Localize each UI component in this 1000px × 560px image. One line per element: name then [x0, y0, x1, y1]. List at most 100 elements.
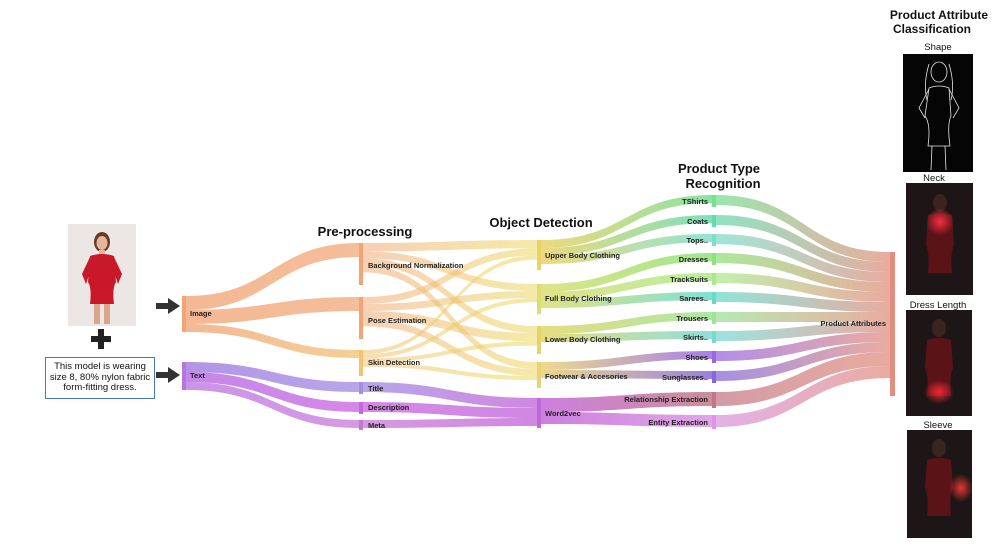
node-meta-bar [359, 420, 363, 430]
flow-pose-to-upper [363, 248, 537, 304]
node-full-label: Full Body Clothing [545, 294, 612, 303]
node-product_attributes-bar [890, 252, 895, 396]
node-footwear-bar [537, 362, 541, 388]
flow-skirts-to-product_attributes [716, 322, 890, 341]
node-meta-label: Meta [368, 421, 386, 430]
node-coats-bar [712, 215, 716, 227]
dress-length-caption: Dress Length [909, 300, 967, 311]
neck-caption: Neck [923, 173, 945, 184]
flow-pose-to-full [363, 291, 537, 311]
flow-entity-to-product_attributes [716, 366, 890, 427]
node-shoes-label: Shoes [685, 353, 708, 362]
flow-image-to-skin [186, 324, 359, 358]
flow-lower-to-trousers [541, 312, 712, 334]
object-detection-title: Object Detection [489, 215, 593, 230]
sleeve-caption: Sleeve [923, 420, 953, 431]
flow-skin-to-lower [363, 341, 537, 363]
sleeve-panel [907, 430, 972, 538]
flow-sarees-to-product_attributes [716, 292, 890, 312]
flow-relationship-to-product_attributes [716, 352, 890, 406]
flow-text-to-description [186, 372, 359, 412]
flow-bg_norm-to-upper [363, 240, 537, 252]
node-lower-bar [537, 326, 541, 354]
flow-word2vec-to-entity [541, 412, 712, 427]
flow-upper-to-tops [541, 234, 712, 264]
flow-dresses-to-product_attributes [716, 253, 890, 292]
flow-meta-to-word2vec [363, 418, 537, 428]
node-bg_norm-bar [359, 243, 363, 285]
flow-footwear-to-shoes [541, 351, 712, 370]
node-dresses-bar [712, 253, 716, 265]
node-sarees-bar [712, 292, 716, 304]
node-word2vec-bar [537, 398, 541, 428]
flow-image-to-bg_norm [186, 243, 359, 310]
node-text-label: Text [190, 371, 205, 380]
node-coats-label: Coats [687, 217, 708, 226]
node-dresses-label: Dresses [679, 255, 708, 264]
node-description-label: Description [368, 403, 410, 412]
flow-text-to-title [186, 362, 359, 392]
node-title-bar [359, 382, 363, 394]
neck-heatmap-figure [906, 183, 973, 295]
node-trousers-label: Trousers [676, 314, 708, 323]
shape-caption: Shape [924, 42, 952, 53]
flow-sunglasses-to-product_attributes [716, 342, 890, 381]
node-image-label: Image [190, 309, 212, 318]
attribute-title-line1: Product Attribute [889, 9, 989, 22]
node-relationship-label: Relationship Extraction [624, 395, 708, 404]
node-skirts-bar [712, 331, 716, 343]
node-image-bar [182, 296, 186, 332]
flow-tshirts-to-product_attributes [716, 195, 890, 262]
node-sunglasses-bar [712, 371, 716, 383]
input-text-box: This model is wearing size 8, 80% nylon … [45, 357, 155, 399]
flow-tops-to-product_attributes [716, 234, 890, 282]
node-entity-label: Entity Extraction [648, 418, 708, 427]
node-trousers-bar [712, 312, 716, 324]
node-tracksuits-bar [712, 273, 716, 285]
flow-lower-to-skirts [541, 331, 712, 342]
node-tshirts-bar [712, 195, 716, 207]
node-skin-bar [359, 350, 363, 376]
node-skin-label: Skin Detection [368, 358, 421, 367]
flow-upper-to-tshirts [541, 195, 712, 248]
edge-map-figure [903, 54, 973, 172]
node-sarees-label: Sarees.. [679, 294, 708, 303]
node-footwear-label: Footwear & Accesories [545, 372, 628, 381]
node-product_attributes-label: Product Attributes [820, 319, 886, 328]
node-entity-bar [712, 415, 716, 429]
flow-bg_norm-to-footwear [363, 265, 537, 369]
node-tracksuits-label: TrackSuits [670, 275, 708, 284]
sleeve-heatmap-figure [907, 430, 972, 538]
node-word2vec-label: Word2vec [545, 409, 581, 418]
flow-pose-to-footwear [363, 319, 537, 376]
preprocessing-title: Pre-processing [317, 224, 413, 239]
flow-full-to-dresses [541, 253, 712, 292]
node-tshirts-label: TShirts [682, 197, 708, 206]
flow-bg_norm-to-lower [363, 258, 537, 333]
flow-full-to-sarees [541, 292, 712, 308]
input-model-photo [68, 224, 136, 326]
text-arrow-icon [156, 367, 180, 383]
flow-image-to-pose [186, 297, 359, 324]
attribute-title-line2: Classification [892, 22, 972, 36]
dress-length-heatmap-figure [906, 310, 972, 416]
node-bg_norm-label: Background Normalization [368, 261, 464, 270]
node-tops-bar [712, 234, 716, 246]
flow-skin-to-footwear [363, 362, 537, 381]
flow-word2vec-to-relationship [541, 392, 712, 412]
plus-icon [91, 329, 111, 349]
flow-skin-to-full [363, 298, 537, 359]
node-pose-label: Pose Estimation [368, 316, 427, 325]
shape-panel [903, 54, 973, 172]
flow-skin-to-upper [363, 255, 537, 355]
node-pose-bar [359, 297, 363, 339]
node-sunglasses-label: Sunglasses.. [662, 373, 708, 382]
flow-footwear-to-sunglasses [541, 370, 712, 379]
flow-bg_norm-to-full [363, 251, 537, 291]
flow-title-to-word2vec [363, 382, 537, 408]
node-relationship-bar [712, 392, 716, 408]
flow-coats-to-product_attributes [716, 215, 890, 272]
flow-shoes-to-product_attributes [716, 332, 890, 361]
